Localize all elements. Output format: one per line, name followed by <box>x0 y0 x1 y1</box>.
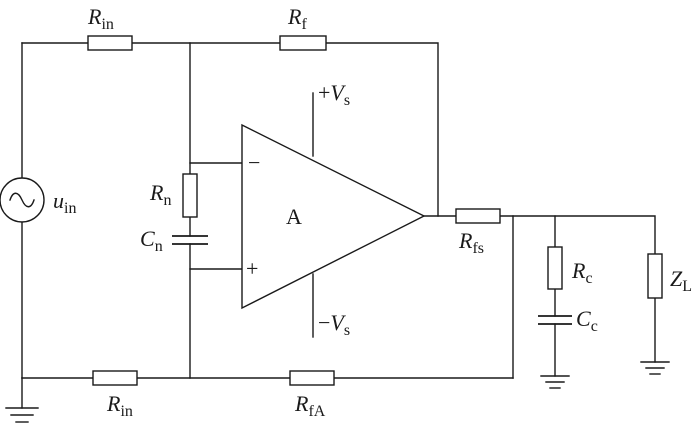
ac-source <box>0 177 45 223</box>
wire-top-right <box>325 42 439 217</box>
wires <box>21 42 656 409</box>
label-uin: uin <box>53 188 76 217</box>
label-rf: Rf <box>287 4 307 33</box>
capacitor-cc <box>538 315 572 325</box>
label-opamp: A <box>286 204 302 229</box>
label-rc: Rc <box>571 258 593 287</box>
label-vs-pos: +Vs <box>318 80 350 109</box>
resistor-rin-top <box>87 35 133 51</box>
label-rfa: RfA <box>294 391 326 420</box>
label-rn: Rn <box>149 180 171 209</box>
label-cn: Cn <box>140 226 163 255</box>
resistor-rfa <box>289 370 335 386</box>
ground-cc-icon <box>540 375 570 389</box>
impedance-zl <box>647 253 663 299</box>
resistor-rin-bottom <box>92 370 138 386</box>
ground-zl-icon <box>640 361 670 375</box>
opamp-triangle <box>241 123 426 310</box>
resistor-rn <box>182 173 198 218</box>
label-cc: Cc <box>576 306 598 335</box>
label-vs-neg: −Vs <box>318 310 350 339</box>
label-rin-top: Rin <box>87 4 114 33</box>
label-rin-bottom: Rin <box>106 391 133 420</box>
label-inv-sign: − <box>248 150 260 175</box>
label-noninv-sign: + <box>246 256 258 281</box>
sine-wave-icon <box>9 192 35 208</box>
ground-left-icon <box>5 407 39 423</box>
label-zl: ZL <box>670 266 692 295</box>
resistor-rf <box>279 35 327 51</box>
wire-output-bus <box>499 215 656 255</box>
resistor-rc <box>547 246 563 290</box>
capacitor-cn <box>172 235 208 245</box>
resistor-rfs <box>455 208 501 224</box>
label-rfs: Rfs <box>458 228 484 257</box>
